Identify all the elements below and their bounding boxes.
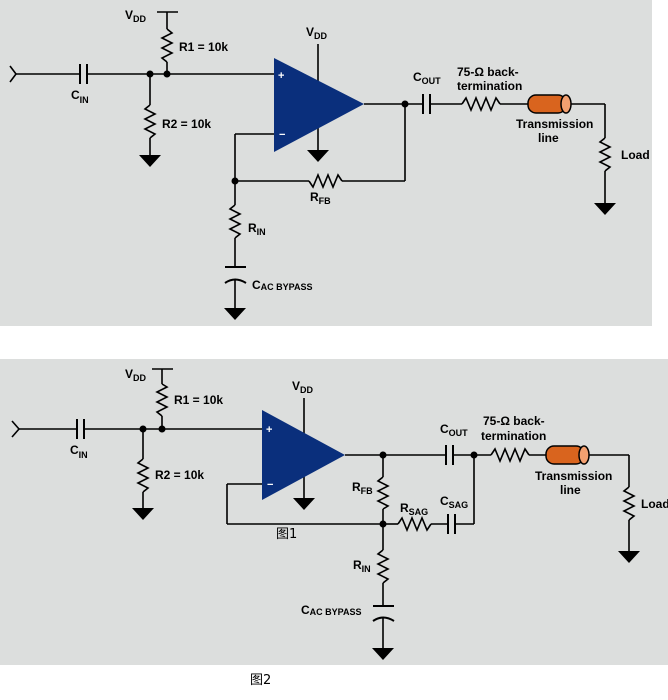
figure-1-ground-cac (224, 308, 246, 320)
figure-1-rfb-label: RFB (310, 190, 331, 206)
figure-1-background (0, 0, 652, 326)
figure-2-background (0, 359, 668, 665)
figure-2-ground-r2 (132, 508, 154, 520)
figure-2-rsag-label: RSAG (400, 501, 428, 517)
figure-1-vdd-amp-label: VDD (306, 25, 328, 41)
figure-2: + − VDD R1 = 10k R2 = 10k CIN VDD COUT 7… (0, 359, 668, 665)
figure-2-ground-load (618, 551, 640, 563)
figure-2-rin-label: RIN (353, 558, 371, 574)
figure-1-backterm-label-1: 75-Ω back- (457, 65, 519, 79)
figure-2-r2-label: R2 = 10k (155, 468, 204, 482)
figure-1-backterm-label-2: termination (457, 79, 522, 93)
figure-1-cac-label: CAC BYPASS (252, 278, 313, 292)
figure-1-rin-label: RIN (248, 221, 266, 237)
figure-2-load-label: Load (641, 497, 668, 511)
figure-2-transmission-line (545, 445, 590, 465)
figure-1-opamp (274, 58, 364, 152)
figure-2-csag-label: CSAG (440, 494, 468, 510)
figure-2-opamp-plus: + (266, 424, 272, 436)
figure-1: + − VDD R1 = 10k R2 = 10k CIN VDD COUT 7… (0, 0, 652, 326)
figure-1-r2-label: R2 = 10k (162, 117, 211, 131)
figure-1-opamp-minus: − (279, 129, 285, 141)
figure-1-r1-label: R1 = 10k (179, 40, 228, 54)
figure-2-tline-label-2: line (560, 483, 581, 497)
figure-2-opamp (262, 410, 345, 500)
figure-2-junctions (139, 425, 478, 528)
figure-2-tline-label-1: Transmission (535, 469, 612, 483)
figure-1-load-label: Load (621, 148, 650, 162)
figure-1-opamp-plus: + (278, 70, 284, 82)
figure-2-opamp-minus: − (267, 479, 273, 491)
figure-1-caption: 图1 (276, 527, 297, 542)
figure-2-vdd-left-label: VDD (125, 367, 147, 383)
figure-1-vdd-left-label: VDD (125, 8, 147, 24)
figure-2-ground-cac (372, 648, 394, 660)
figure-1-cout-label: COUT (413, 70, 441, 86)
figure-2-rfb-label: RFB (352, 480, 373, 496)
figure-1-ground-load (594, 203, 616, 215)
figure-1-cin-label: CIN (71, 88, 89, 105)
figure-1-tline-label-2: line (538, 131, 559, 145)
figure-2-backterm-label-1: 75-Ω back- (483, 414, 545, 428)
figure-2-cac-label: CAC BYPASS (301, 603, 362, 617)
figure-1-wires (9, 11, 612, 308)
figure-1-junctions (146, 70, 409, 185)
figure-1-ground-r2 (139, 155, 161, 167)
figure-1-tline-label-1: Transmission (516, 117, 593, 131)
figure-2-vdd-amp-label: VDD (292, 379, 314, 395)
figure-2-cin-label: CIN (70, 443, 88, 460)
figure-2-cout-label: COUT (440, 422, 468, 438)
figure-2-backterm-label-2: termination (481, 429, 546, 443)
figure-2-wires (11, 368, 636, 648)
figure-1-transmission-line (527, 94, 572, 114)
figure-1-ground-opamp (307, 150, 329, 162)
figure-2-r1-label: R1 = 10k (174, 393, 223, 407)
figure-2-ground-opamp (293, 498, 315, 510)
figure-2-caption: 图2 (250, 673, 271, 688)
